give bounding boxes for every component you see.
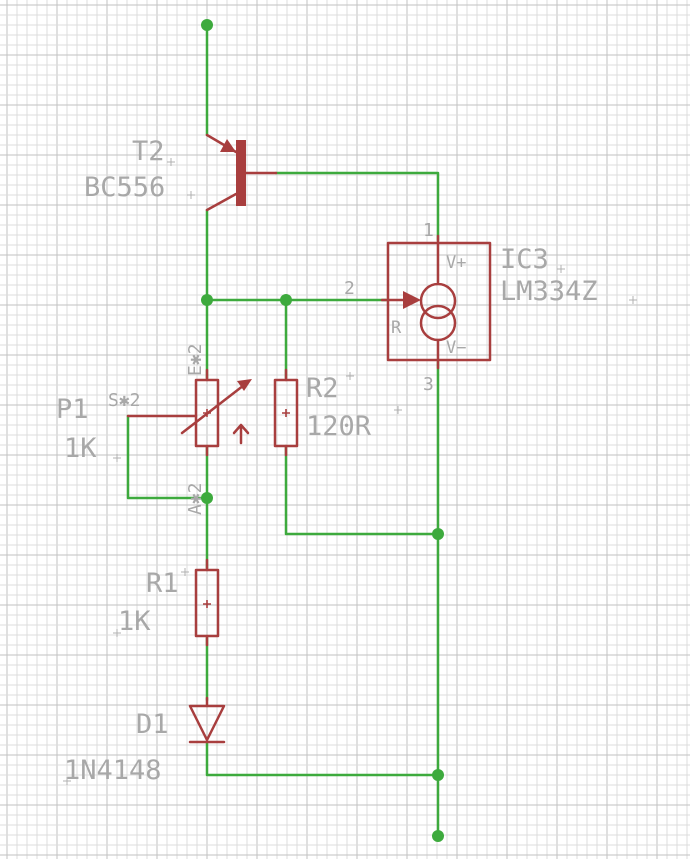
- r1-value-label: 1K: [118, 606, 151, 637]
- wires: [126, 23, 440, 838]
- junctions: [201, 19, 444, 842]
- resistor-r2[interactable]: [273, 368, 402, 457]
- diode-d1[interactable]: [63, 696, 226, 785]
- p1-value-label: 1K: [64, 433, 97, 464]
- ic3-pin2-number: 2: [344, 278, 355, 299]
- p1-name-label: P1: [56, 394, 89, 425]
- ic3-name-label: IC3: [500, 244, 549, 275]
- ic3-source-circle-lower: [419, 304, 457, 342]
- p1-adjust-arrow-line: [180, 380, 250, 435]
- p1-adjust-arrow-icon: [237, 379, 252, 391]
- t2-base-bar: [236, 140, 246, 206]
- ic3-value-label: LM334Z: [500, 276, 598, 307]
- ic-ic3[interactable]: [380, 234, 637, 370]
- p1-e-pin-label: E✱2: [185, 343, 206, 376]
- wire-d1-to-return: [205, 740, 440, 777]
- ic3-source-circle-upper: [419, 282, 457, 320]
- potentiometer-p1[interactable]: [113, 368, 252, 462]
- r2-center-mark: [282, 409, 290, 417]
- t2-value-label: BC556: [84, 172, 165, 203]
- r2-name-label: R2: [306, 373, 339, 404]
- junction-right-lower: [432, 769, 444, 781]
- resistor-r1[interactable]: [113, 558, 220, 647]
- ic3-r-label: R: [391, 318, 402, 338]
- p1-a-pin-label: A✱2: [185, 482, 206, 515]
- ic3-pin3-number: 3: [423, 374, 434, 395]
- terminal-top[interactable]: [201, 19, 213, 31]
- p1-s-pin-label: S✱2: [108, 390, 141, 411]
- wire-r2-bottom-to-right: [284, 445, 440, 536]
- r1-center-mark: [203, 600, 211, 608]
- junction-upper-left: [201, 294, 213, 306]
- t2-name-label: T2: [132, 136, 165, 167]
- t2-emitter-arrow-icon: [220, 139, 236, 152]
- wire-t2-base-to-ic3-pin1: [274, 171, 440, 242]
- d1-value-label: 1N4148: [64, 755, 162, 786]
- wire-p1-wiper-loop: [126, 414, 209, 500]
- ic3-r-arrow-icon: [403, 291, 421, 309]
- r1-name-label: R1: [146, 568, 179, 599]
- terminal-bottom[interactable]: [432, 830, 444, 842]
- ic3-pin1-number: 1: [423, 220, 434, 241]
- transistor-t2[interactable]: [167, 133, 278, 212]
- p1-wiper-direction-icon: [232, 423, 250, 445]
- ic3-vplus-label: V+: [446, 253, 466, 273]
- t2-collector-lead: [205, 192, 238, 212]
- junction-p1-wiper: [201, 492, 213, 504]
- junction-upper-middle: [280, 294, 292, 306]
- ic3-vminus-label: V−: [446, 338, 466, 358]
- junction-right-middle: [432, 528, 444, 540]
- d1-name-label: D1: [136, 709, 169, 740]
- r2-value-label: 120R: [306, 411, 372, 442]
